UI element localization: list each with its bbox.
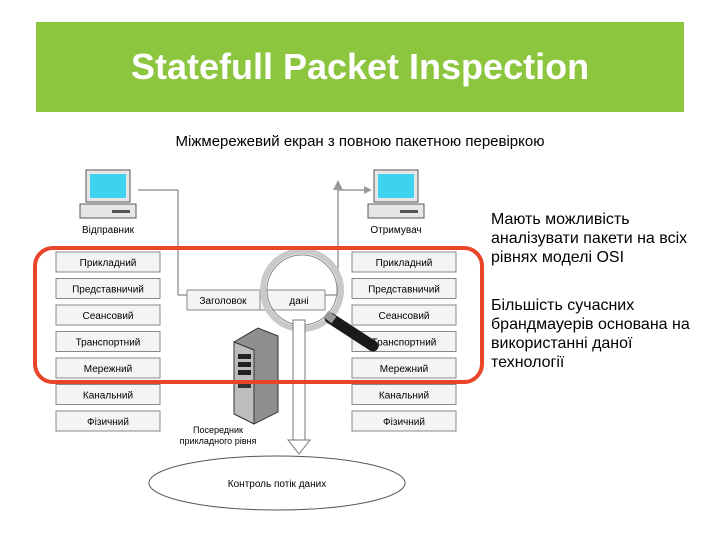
sender-layer-label: Канальний bbox=[83, 391, 133, 402]
sender-layer-label: Представничий bbox=[72, 285, 144, 296]
packet-box: Заголовок дані bbox=[186, 289, 326, 311]
receiver-layer-label: Мережний bbox=[380, 364, 428, 375]
sender-computer-icon bbox=[79, 169, 137, 219]
proxy-label-line2: прикладного рівня bbox=[180, 436, 257, 446]
receiver-layer-box bbox=[351, 251, 457, 273]
sender-layer-label: Сеансовий bbox=[82, 311, 133, 322]
bullet-text-2: Більшість сучасних брандмауерів основана… bbox=[491, 297, 690, 371]
slide-subtitle: Міжмережевий екран з повною пакетною пер… bbox=[175, 133, 545, 150]
sender-layer-box bbox=[55, 304, 161, 326]
sender-layer-stack: ПрикладнийПредставничийСеансовийТранспор… bbox=[55, 251, 161, 432]
receiver-label: Отримувач bbox=[370, 225, 421, 236]
control-ellipse bbox=[148, 455, 406, 511]
proxy-server-icon bbox=[233, 327, 279, 425]
receiver-layer-label: Транспортний bbox=[372, 338, 437, 349]
receiver-layer-label: Сеансовий bbox=[378, 311, 429, 322]
receiver-computer-icon bbox=[367, 169, 425, 219]
receiver-layer-box bbox=[351, 357, 457, 379]
sender-layer-box bbox=[55, 410, 161, 432]
receiver-layer-label: Представничий bbox=[368, 285, 440, 296]
receiver-layer-box bbox=[351, 278, 457, 299]
packet-header-label: Заголовок bbox=[199, 296, 247, 307]
sender-layer-box bbox=[55, 384, 161, 405]
slide-title: Statefull Packet Inspection bbox=[130, 46, 590, 87]
packet-data-label: дані bbox=[289, 296, 308, 307]
sender-layer-label: Прикладний bbox=[80, 258, 137, 269]
receiver-layer-label: Канальний bbox=[379, 391, 429, 402]
receiver-layer-box bbox=[351, 410, 457, 432]
sender-layer-box bbox=[55, 357, 161, 379]
highlight-frame bbox=[33, 246, 484, 384]
proxy-label-line1: Посередник bbox=[193, 425, 243, 435]
sender-layer-label: Транспортний bbox=[76, 338, 141, 349]
sender-layer-box bbox=[55, 331, 161, 352]
receiver-layer-label: Прикладний bbox=[376, 258, 433, 269]
receiver-layer-box bbox=[351, 304, 457, 326]
bullet-text-1: Мають можливість аналізувати пакети на в… bbox=[491, 211, 688, 266]
receiver-layer-box bbox=[351, 384, 457, 405]
sender-layer-box bbox=[55, 278, 161, 299]
sender-label: Відправник bbox=[82, 225, 135, 236]
sender-layer-label: Мережний bbox=[84, 364, 132, 375]
receiver-layer-label: Фізичний bbox=[383, 417, 425, 428]
control-label: Контроль потік даних bbox=[228, 479, 326, 490]
sender-layer-label: Фізичний bbox=[87, 417, 129, 428]
title-banner: Statefull Packet Inspection bbox=[36, 22, 684, 112]
down-arrow-icon bbox=[286, 319, 312, 455]
sender-layer-box bbox=[55, 251, 161, 273]
